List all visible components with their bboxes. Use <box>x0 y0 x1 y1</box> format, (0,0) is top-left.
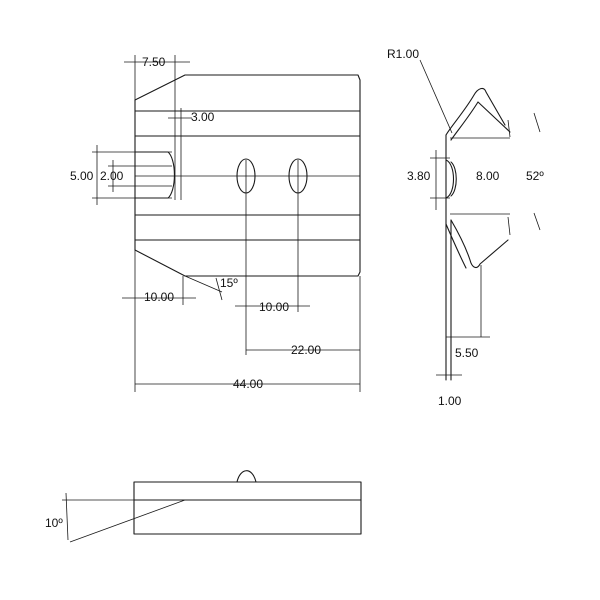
slot-left <box>134 151 175 199</box>
ext-15deg <box>184 275 223 293</box>
ext-52deg-bot <box>507 216 511 236</box>
label-1-00: 1.00 <box>438 394 462 408</box>
bottom-plate <box>133 481 362 535</box>
arc-10deg <box>65 492 69 541</box>
ext-10deg-slope <box>69 499 186 543</box>
side-top-flange <box>445 87 511 141</box>
side-bump <box>445 159 457 199</box>
label-R1-00: R1.00 <box>387 47 419 61</box>
label-44-00: 44.00 <box>233 377 263 391</box>
label-10-00-left: 10.00 <box>144 290 174 304</box>
arc-52deg-bot <box>533 212 541 231</box>
label-3-80: 3.80 <box>407 169 431 183</box>
leader-R1-00 <box>419 59 453 134</box>
label-7-50: 7.50 <box>142 55 166 69</box>
label-52deg: 52º <box>526 169 544 183</box>
side-bottom-flange <box>445 219 509 269</box>
label-10-00-mid: 10.00 <box>259 300 289 314</box>
label-5-50: 5.50 <box>455 346 479 360</box>
bottom-view: 10º <box>45 470 362 543</box>
label-3-00: 3.00 <box>191 110 215 124</box>
arc-15deg <box>215 277 223 301</box>
label-22-00: 22.00 <box>291 343 321 357</box>
side-view: R1.00 3.80 8.00 52º 5.50 1.00 <box>387 47 544 408</box>
ext-52deg-top <box>507 119 511 138</box>
bottom-bump <box>236 470 257 483</box>
label-15deg: 15º <box>220 276 238 290</box>
label-5-00: 5.00 <box>70 169 94 183</box>
front-outline <box>134 74 361 277</box>
front-view: 7.50 3.00 5.00 2.00 10.00 15º 10.00 22.0… <box>70 55 361 392</box>
label-8-00: 8.00 <box>476 169 500 183</box>
arc-52deg-top <box>533 112 541 133</box>
label-2-00: 2.00 <box>100 169 124 183</box>
label-10deg: 10º <box>45 516 63 530</box>
